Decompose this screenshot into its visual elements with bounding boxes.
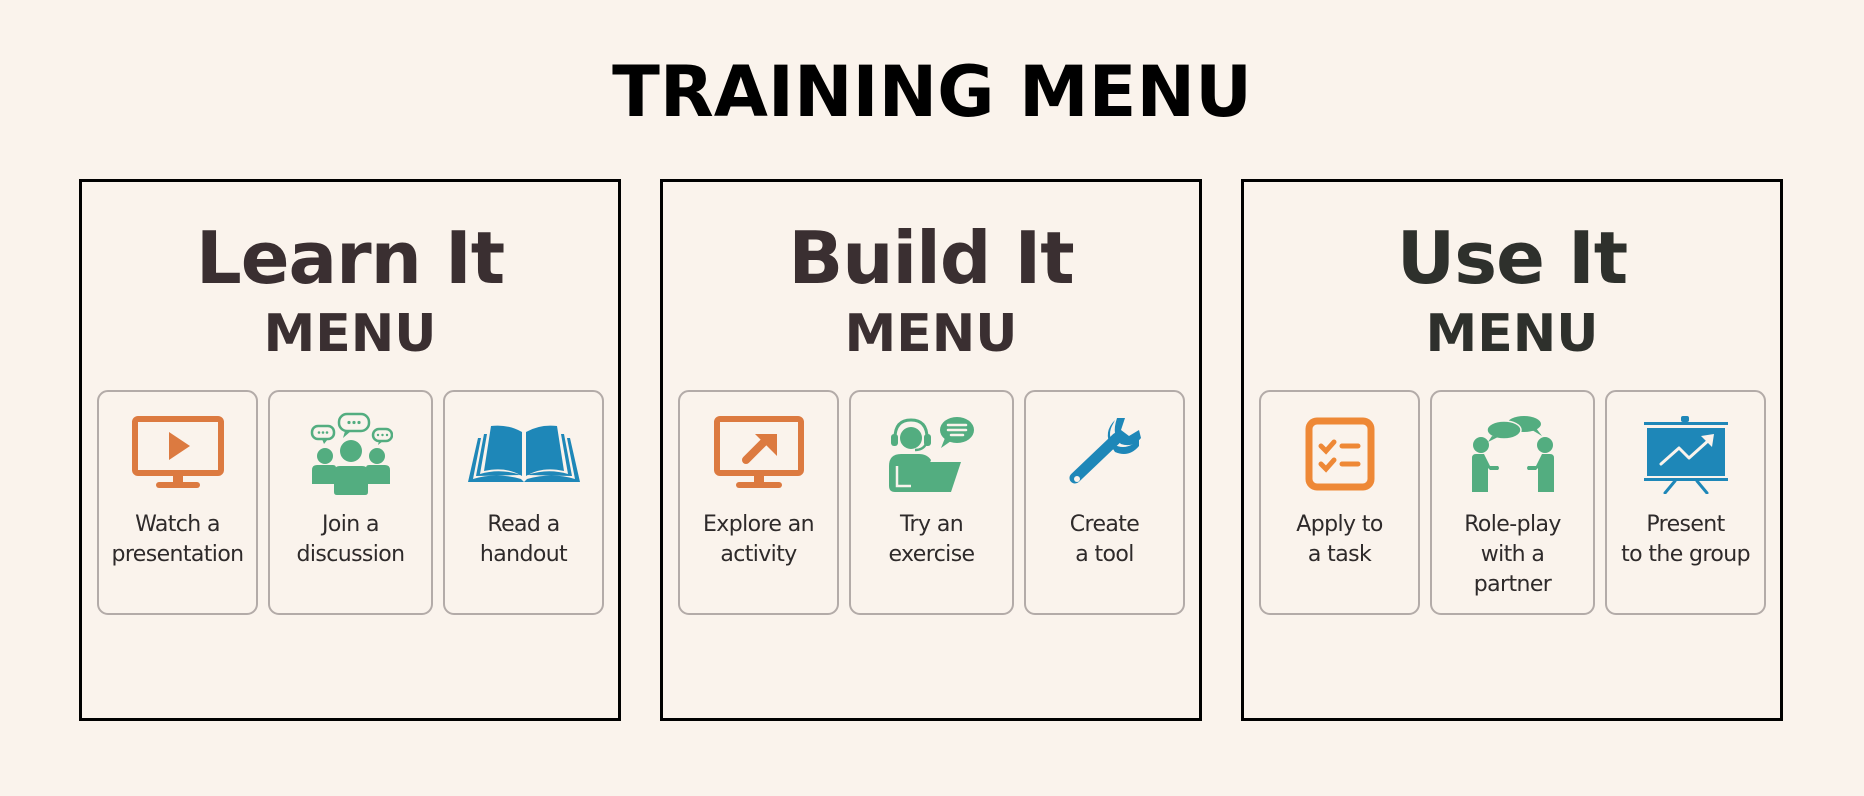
panel-subheading: MENU — [1425, 304, 1599, 364]
presentation-easel-icon — [1607, 412, 1764, 496]
panel-subheading: MENU — [844, 304, 1018, 364]
panel-heading: Learn It — [195, 216, 505, 300]
monitor-play-icon — [99, 412, 256, 496]
wrench-icon — [1026, 412, 1183, 496]
checklist-icon — [1261, 412, 1418, 496]
headset-laptop-icon — [851, 412, 1012, 496]
role-play-icon — [1432, 412, 1593, 496]
monitor-arrow-icon — [680, 412, 837, 496]
page-title: TRAINING MENU — [612, 51, 1252, 133]
panel-heading: Build It — [788, 216, 1074, 300]
open-book-icon — [445, 412, 602, 496]
panel-subheading: MENU — [263, 304, 437, 364]
group-discussion-icon — [270, 412, 431, 496]
panel-heading: Use It — [1396, 216, 1628, 300]
